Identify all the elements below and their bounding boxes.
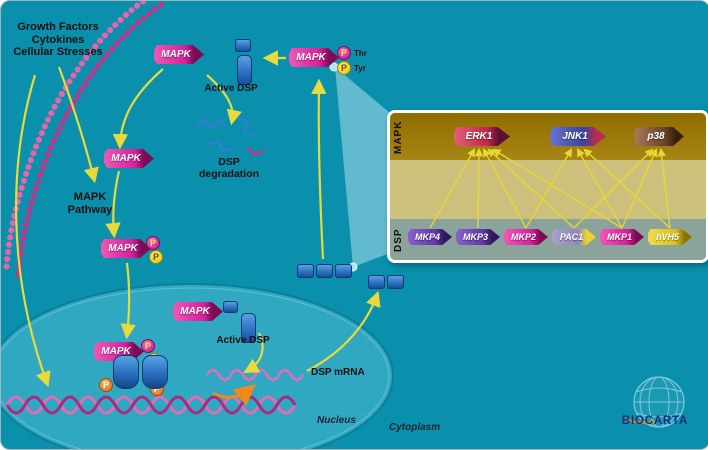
thr-label: Thr xyxy=(354,49,367,58)
panel-arrows xyxy=(429,147,671,229)
p38-protein[interactable]: p38 xyxy=(634,127,684,146)
arrow-mkp4-erk1 xyxy=(429,148,476,229)
mapk-band-label: MAPK xyxy=(393,120,404,154)
active-dsp-nucleus-label: Active DSP xyxy=(216,335,270,346)
dsp-subunit xyxy=(297,264,314,278)
phosphate-badge: P xyxy=(149,250,163,264)
pathway-line2: Pathway xyxy=(67,203,113,216)
cell-membrane-inner xyxy=(15,2,164,284)
arrow-hvh5-p38 xyxy=(657,147,671,229)
dsp-subunit xyxy=(316,264,333,278)
mapk-pathway-label: MAPK Pathway xyxy=(57,191,123,216)
dsp-subunit xyxy=(335,264,352,278)
arrow-mkp3-erk1 xyxy=(474,147,484,229)
active-dsp-domain xyxy=(223,301,238,313)
arrow-mrna-to-dsp-protein xyxy=(306,290,381,372)
dsp-band-label: DSP xyxy=(393,228,404,252)
arrow-stimuli-to-pathway xyxy=(57,66,99,184)
arrow-complex-to-mrna xyxy=(243,332,264,374)
pathway-line1: MAPK xyxy=(73,191,107,203)
mkp2-protein[interactable]: MKP2 xyxy=(504,229,548,245)
cell-membrane-outer xyxy=(3,1,149,276)
degradation-fragment-1 xyxy=(194,117,229,130)
nucleus-rim xyxy=(1,287,390,449)
transcription-factor xyxy=(142,355,168,389)
mapk-protein-phospho[interactable]: MAPK xyxy=(101,239,151,258)
phosphate-badge: P xyxy=(99,378,113,392)
tyr-label: Tyr xyxy=(354,64,366,73)
mapk-protein[interactable]: MAPK xyxy=(104,149,154,168)
biocarta-logo-text: BIOCARTA xyxy=(621,415,689,427)
globe-icon xyxy=(624,376,685,428)
arrow-stimuli-to-nucleus xyxy=(15,74,51,388)
mkp3-protein[interactable]: MKP3 xyxy=(456,229,500,245)
degradation-fragment-3 xyxy=(206,140,235,153)
active-dsp-domain xyxy=(235,39,251,52)
arrow-mapk-to-phospho-mapk xyxy=(105,170,121,239)
arrow-dsp-to-phospho-mapk xyxy=(311,78,327,260)
nucleus-label: Nucleus xyxy=(317,415,356,426)
phosphate-badge: P xyxy=(337,61,351,75)
arrow-mapk-into-nucleus xyxy=(120,262,136,340)
specificity-inset-panel: MAPK DSP ERK1 JNK1 p38 MKP4 MKP3 MKP2 PA… xyxy=(387,110,708,263)
mapk-protein-phospho[interactable]: MAPK xyxy=(289,48,339,67)
phosphate-badge: P xyxy=(337,46,351,60)
dsp-degradation-label: DSP degradation xyxy=(181,156,277,180)
arrow-transcription-orange xyxy=(212,384,256,406)
dsp-mrna-label: DSP mRNA xyxy=(311,367,365,378)
arrow-pac1-p38 xyxy=(573,148,654,229)
arrow-mkp2-erk1 xyxy=(483,148,527,229)
stimuli-line2: Cytokines xyxy=(31,33,85,46)
phosphate-badge: P xyxy=(141,339,155,353)
hvh5-protein[interactable]: hVH5 xyxy=(648,229,692,245)
degradation-fragment-2 xyxy=(236,115,256,139)
jnk1-protein[interactable]: JNK1 xyxy=(550,127,606,146)
mkp4-protein[interactable]: MKP4 xyxy=(408,229,452,245)
cytoplasm-label: Cytoplasm xyxy=(389,422,441,433)
dsp-subunit xyxy=(387,275,404,289)
arrow-mkp1-jnk1 xyxy=(576,148,623,229)
active-dsp-body xyxy=(237,55,252,85)
degradation-line2: degradation xyxy=(198,168,260,180)
stimuli-line1: Growth Factors xyxy=(17,21,99,33)
arrow-mkp1-erk1 xyxy=(492,148,623,229)
mrna-squiggle xyxy=(205,368,305,382)
arrow-complex-to-mapk xyxy=(112,68,164,150)
biocarta-logo[interactable]: BIOCARTA xyxy=(607,375,703,437)
mapk-protein[interactable]: MAPK xyxy=(154,45,204,64)
pac1-protein[interactable]: PAC1 xyxy=(552,229,596,245)
phosphate-badge: P xyxy=(146,236,160,250)
degradation-fragment-4 xyxy=(247,147,265,157)
transcription-factor xyxy=(113,355,139,389)
arrow-mkp1-p38 xyxy=(621,148,658,229)
erk1-protein[interactable]: ERK1 xyxy=(454,127,510,146)
dsp-subunit xyxy=(368,275,385,289)
zoom-beam xyxy=(335,67,390,267)
arrow-pac1-erk1 xyxy=(487,148,575,229)
stimuli-label: Growth Factors Cytokines Cellular Stress… xyxy=(1,21,115,59)
degradation-line1: DSP xyxy=(218,156,240,168)
active-dsp-body xyxy=(241,313,256,343)
active-dsp-label: Active DSP xyxy=(204,83,258,94)
arrow-to-degradation xyxy=(206,74,242,126)
mapk-protein-nucleus[interactable]: MAPK xyxy=(173,302,223,321)
arrow-mkp2-jnk1 xyxy=(525,148,573,229)
arrow-hvh5-jnk1 xyxy=(583,148,671,229)
mkp1-protein[interactable]: MKP1 xyxy=(600,229,644,245)
stimuli-line3: Cellular Stresses xyxy=(13,46,103,58)
